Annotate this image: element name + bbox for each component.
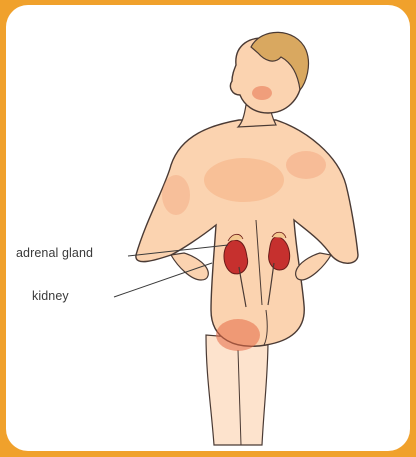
kidney-label: kidney <box>32 289 69 303</box>
torso <box>136 120 358 346</box>
diagram-card: adrenal gland kidney <box>6 5 410 451</box>
arm-shading <box>162 175 190 215</box>
human-back-illustration <box>6 5 410 451</box>
cheek <box>252 86 272 100</box>
back-shading <box>204 158 284 202</box>
right-hand <box>296 253 331 280</box>
legs <box>206 335 268 445</box>
adrenal-gland-label: adrenal gland <box>16 246 93 260</box>
buttock-shading <box>216 319 260 351</box>
shoulder-shading <box>286 151 326 179</box>
